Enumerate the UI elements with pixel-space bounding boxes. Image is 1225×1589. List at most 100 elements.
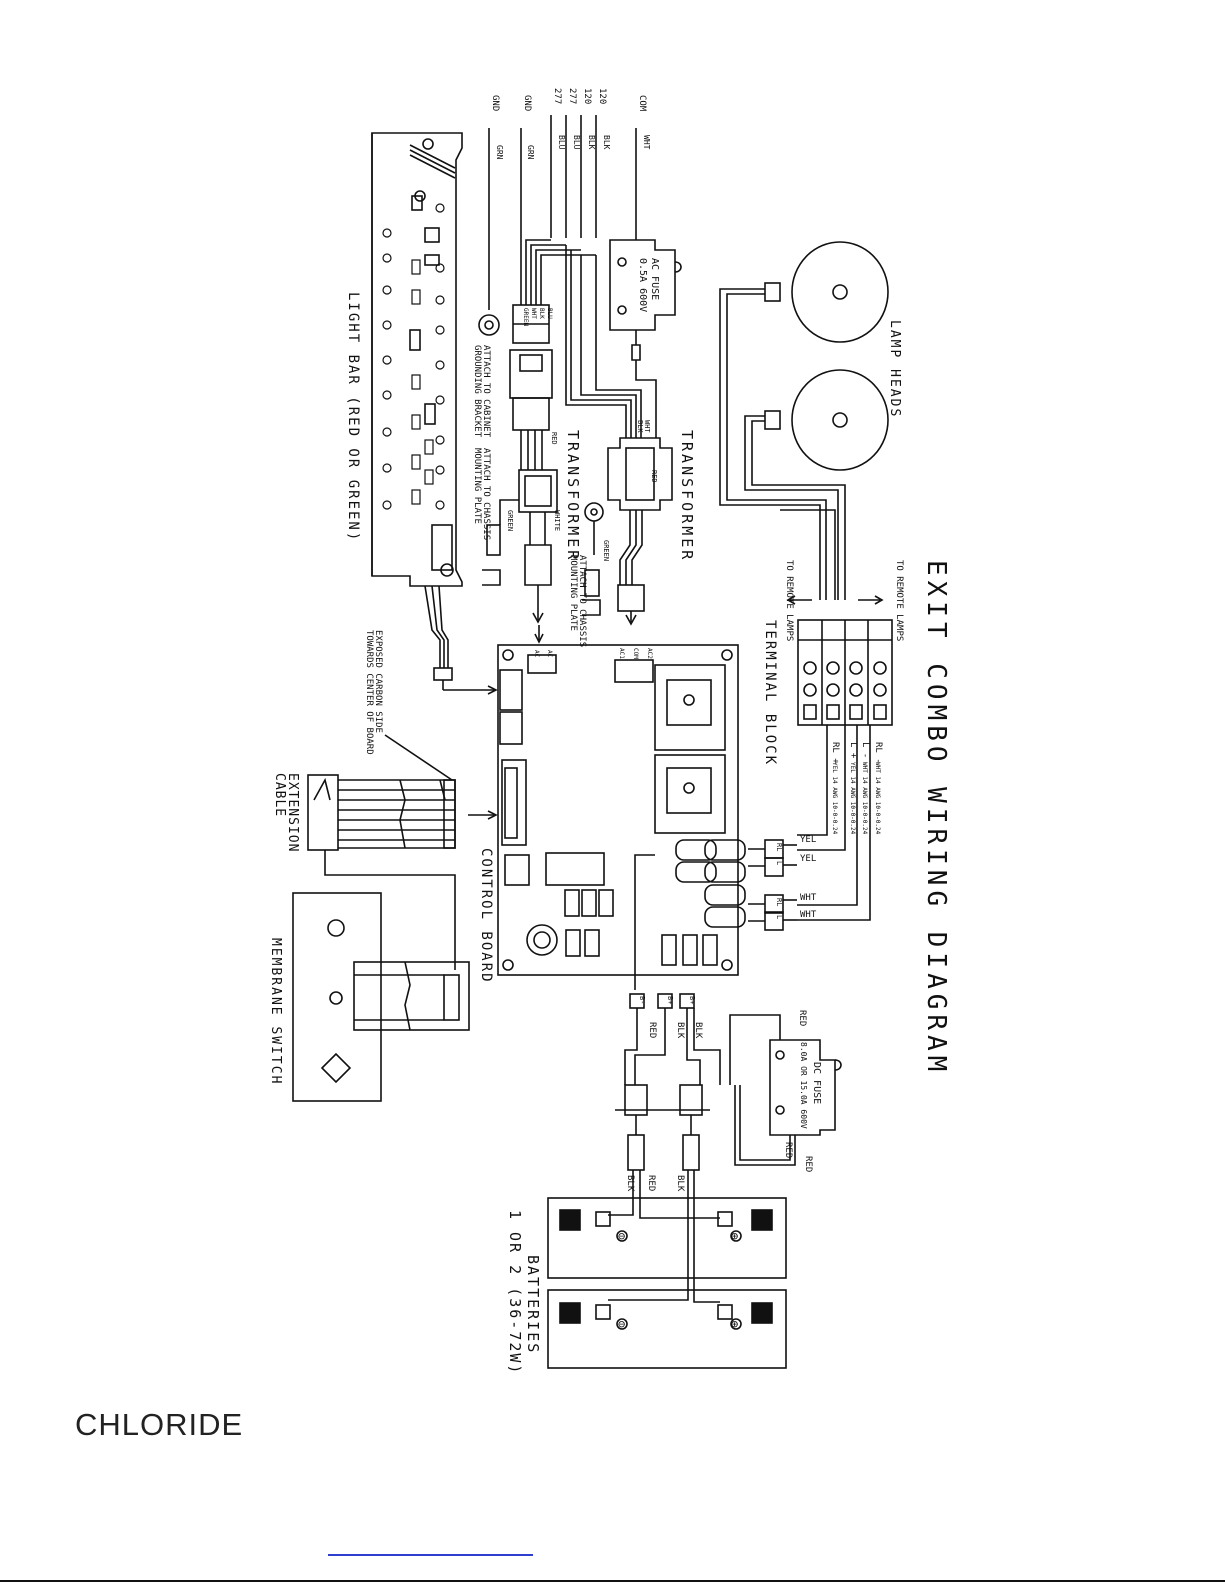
conn-l: L bbox=[775, 861, 783, 865]
yel-b: YEL bbox=[800, 854, 816, 864]
lamp-connectors bbox=[748, 839, 797, 931]
src-gnd-a: GND bbox=[490, 95, 500, 111]
wht-a: WHT bbox=[800, 893, 817, 903]
exposed-carbon-label-1: EXPOSED CARBON SIDE bbox=[373, 630, 383, 733]
conn-rl: RL bbox=[775, 843, 783, 851]
ac-fuse-label-1: AC FUSE bbox=[649, 258, 660, 300]
tf-red: RED bbox=[650, 470, 658, 483]
membrane-switch bbox=[292, 892, 470, 1102]
dc-fuse-label-1: DC FUSE bbox=[811, 1062, 822, 1104]
diagram-title: EXIT COMBO WIRING DIAGRAM bbox=[921, 560, 951, 1076]
lamp-heads bbox=[719, 241, 889, 600]
wire-grn-b: GRN bbox=[526, 145, 535, 160]
tb-rl-plus: RL + bbox=[830, 742, 840, 764]
com-label: COM bbox=[632, 648, 639, 659]
transformer-lower bbox=[482, 469, 558, 624]
red-tf2: RED bbox=[550, 432, 558, 445]
to-remote-lamps-label-top: TO REMOTE LAMPS bbox=[894, 560, 904, 641]
wire-blk-a: BLK bbox=[587, 135, 596, 150]
yel-a: YEL bbox=[800, 835, 816, 845]
battery-wiring bbox=[608, 993, 721, 1303]
footer-link-underline[interactable] bbox=[328, 1554, 533, 1556]
ac-fuse bbox=[609, 225, 682, 438]
src-120-b: 120 bbox=[597, 88, 607, 104]
terminal-block-label: TERMINAL BLOCK bbox=[762, 620, 778, 766]
src-120-a: 120 bbox=[582, 88, 592, 104]
chloride-logo: CHLORIDE bbox=[75, 1407, 244, 1442]
wire-blk-b: BLK bbox=[602, 135, 611, 150]
tb-wire-3: YEL 14 AWG 10-0-0.24 bbox=[849, 762, 856, 835]
src-277-a: 277 bbox=[552, 88, 562, 104]
batt-minus: B- bbox=[638, 996, 646, 1004]
attach-cabinet-label-1: ATTACH TO CABINET bbox=[481, 345, 491, 438]
src-gnd-b: GND bbox=[522, 95, 532, 111]
attach-chassis-b-label-1: ATTACH TO CHASSIS bbox=[577, 555, 587, 647]
ac-label-1: AC bbox=[533, 650, 540, 658]
src-com: COM bbox=[637, 95, 647, 112]
wire-wht: WHT bbox=[642, 135, 651, 150]
battery-2-negative-symbol: ⊖ bbox=[618, 1317, 625, 1331]
white-a: WHITE bbox=[553, 510, 561, 531]
tf-wht: WHT bbox=[643, 420, 651, 433]
conn-l-2: L bbox=[775, 915, 783, 919]
battery-2-positive-symbol: ⊕ bbox=[731, 1317, 738, 1331]
red-a: RED bbox=[647, 1022, 657, 1038]
red-c: RED bbox=[783, 1142, 793, 1158]
red-b: RED bbox=[797, 1010, 807, 1026]
light-bar-cable bbox=[424, 585, 498, 695]
attach-chassis-a-label-1: ATTACH TO CHASSIS bbox=[481, 448, 491, 540]
src-277-b: 277 bbox=[567, 88, 577, 104]
tb-wire-1: WHT 14 AWG 10-0-0.24 bbox=[874, 762, 881, 835]
dc-fuse-label-2: 8.0A OR 15.0A 600V bbox=[799, 1042, 808, 1129]
wht-b: WHT bbox=[800, 910, 817, 920]
battery-1-positive-symbol: ⊕ bbox=[731, 1229, 738, 1243]
control-board bbox=[468, 625, 746, 990]
green-b: GREEN bbox=[602, 540, 610, 561]
plug-blk: BLK bbox=[538, 308, 545, 319]
red-d: RED bbox=[803, 1156, 813, 1172]
battery-1-negative-symbol: ⊖ bbox=[618, 1229, 625, 1243]
control-board-label: CONTROL BOARD bbox=[478, 848, 494, 984]
attach-chassis-a-label-2: MOUNTING PLATE bbox=[472, 448, 482, 524]
wire-blu-a: BLU bbox=[557, 135, 566, 150]
tf-blk: BLK bbox=[636, 420, 644, 433]
plug-blu: BLU bbox=[546, 308, 553, 319]
plug-wht: WHT bbox=[530, 308, 537, 319]
tb-l-minus: L - bbox=[860, 742, 870, 758]
blk-d: BLK bbox=[675, 1175, 685, 1192]
dc-fuse bbox=[729, 1014, 842, 1166]
batt-b: B+ bbox=[688, 996, 696, 1004]
batteries bbox=[547, 1197, 787, 1369]
attach-chassis-b-label-2: MOUNTING PLATE bbox=[568, 555, 578, 631]
green-a: GREEN bbox=[506, 510, 514, 531]
transformer-label-upper: TRANSFORMER bbox=[678, 430, 696, 562]
source-connector bbox=[509, 304, 553, 470]
blk-b: BLK bbox=[693, 1022, 703, 1039]
terminal-block bbox=[786, 595, 893, 921]
blk-c: BLK bbox=[625, 1175, 635, 1192]
ac-label-4: AC2 bbox=[646, 648, 653, 659]
lamp-heads-label: LAMP HEADS bbox=[887, 320, 902, 418]
attach-cabinet-label-2: GROUNDING BRACKET bbox=[472, 345, 482, 438]
light-bar bbox=[371, 132, 463, 587]
tb-l-plus: L + bbox=[848, 742, 858, 759]
transformer-upper bbox=[582, 437, 673, 626]
extension-cable bbox=[307, 734, 456, 970]
wire-grn-a: GRN bbox=[495, 145, 504, 160]
transformer-label-lower: TRANSFORMER bbox=[564, 430, 582, 562]
extension-cable-label-1: EXTENSION bbox=[285, 773, 300, 852]
diagram-labels: EXIT COMBO WIRING DIAGRAM LAMP HEADS TO … bbox=[268, 88, 951, 1375]
ac-fuse-label-2: 0.5A 600V bbox=[637, 258, 648, 312]
tb-wire-4: YEL 14 AWG 10-0-0.24 bbox=[831, 762, 838, 835]
ac-label-3: AC1 bbox=[618, 648, 625, 659]
page-bottom-rule bbox=[0, 1580, 1225, 1582]
to-remote-lamps-label-bottom: TO REMOTE LAMPS bbox=[784, 560, 794, 641]
blk-a: BLK bbox=[675, 1022, 685, 1039]
conn-rl-2: RL bbox=[775, 898, 783, 906]
light-bar-label: LIGHT BAR (RED OR GREEN) bbox=[345, 292, 361, 542]
ac-label-2: AC bbox=[546, 650, 553, 658]
light-bar-leds bbox=[382, 203, 445, 510]
source-wires bbox=[478, 115, 642, 438]
tb-wire-2: WHT 14 AWG 10-0-0.24 bbox=[861, 762, 868, 835]
